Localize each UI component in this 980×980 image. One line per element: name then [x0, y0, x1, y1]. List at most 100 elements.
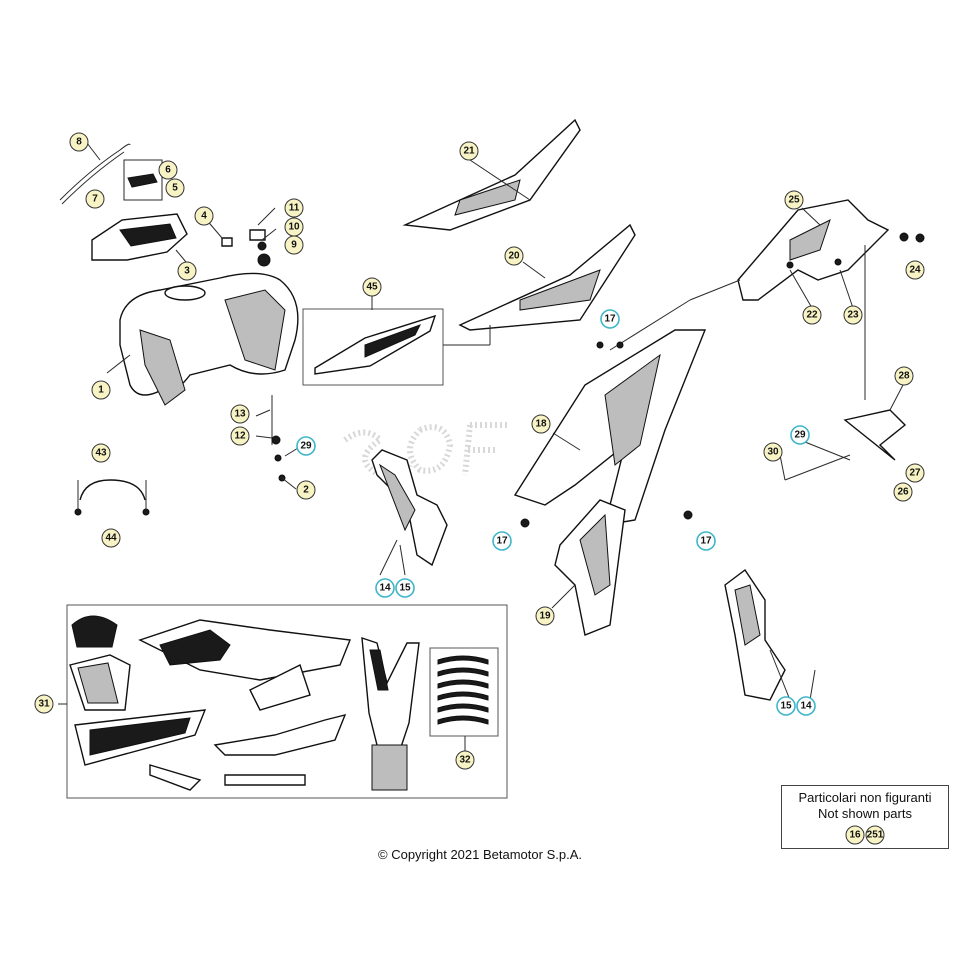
svg-text:24: 24	[909, 265, 921, 276]
callout-2: 2	[296, 480, 316, 500]
callout-31: 31	[34, 694, 54, 714]
copyright-text: © Copyright 2021 Betamotor S.p.A.	[378, 847, 582, 862]
callout-29-fender: 29	[790, 425, 810, 445]
callout-14-right: 14	[796, 696, 816, 716]
svg-text:16: 16	[849, 830, 861, 841]
callout-15-left: 15	[395, 578, 415, 598]
svg-text:32: 32	[459, 755, 471, 766]
svg-text:44: 44	[105, 533, 117, 544]
svg-text:18: 18	[535, 419, 547, 430]
fasteners	[520, 258, 842, 528]
svg-text:19: 19	[539, 611, 551, 622]
callout-10: 10	[284, 217, 304, 237]
svg-text:2: 2	[303, 485, 309, 496]
svg-text:17: 17	[496, 536, 508, 547]
hose-group	[74, 479, 150, 516]
callout-17-left: 17	[492, 531, 512, 551]
svg-text:15: 15	[399, 583, 411, 594]
svg-text:6: 6	[165, 165, 171, 176]
watermark	[343, 422, 510, 480]
svg-text:23: 23	[847, 310, 859, 321]
callout-8: 8	[69, 132, 89, 152]
callout-13: 13	[230, 404, 250, 424]
radiator-shroud-left	[371, 449, 448, 567]
svg-text:3: 3	[184, 266, 190, 277]
radiator-shroud-right	[724, 568, 786, 701]
callout-3: 3	[177, 261, 197, 281]
callout-21: 21	[459, 141, 479, 161]
callout-26: 26	[893, 482, 913, 502]
svg-text:28: 28	[898, 371, 910, 382]
svg-text:7: 7	[92, 194, 98, 205]
callout-23: 23	[843, 305, 863, 325]
callout-27: 27	[905, 463, 925, 483]
not-shown-callouts: 16 251	[845, 825, 885, 845]
svg-text:17: 17	[604, 314, 616, 325]
callout-30: 30	[763, 442, 783, 462]
rim-stripes	[437, 655, 489, 725]
svg-text:22: 22	[806, 310, 818, 321]
callout-6: 6	[158, 160, 178, 180]
svg-text:26: 26	[897, 487, 909, 498]
callout-12: 12	[230, 426, 250, 446]
svg-text:21: 21	[463, 146, 475, 157]
fuel-tank-group	[59, 143, 299, 482]
note-line-italian: Particolari non figuranti	[798, 790, 932, 805]
leader-lines	[58, 142, 905, 752]
callout-19: 19	[535, 606, 555, 626]
callout-14-left: 14	[375, 578, 395, 598]
side-panel-group	[513, 329, 707, 636]
svg-text:43: 43	[95, 448, 107, 459]
callout-251: 251	[865, 825, 885, 845]
svg-text:30: 30	[767, 447, 779, 458]
svg-text:29: 29	[300, 441, 312, 452]
svg-text:13: 13	[234, 409, 246, 420]
not-shown-parts-box: Particolari non figuranti Not shown part…	[781, 785, 949, 849]
svg-text:15: 15	[780, 701, 792, 712]
callout-17-right: 17	[696, 531, 716, 551]
note-line-english: Not shown parts	[818, 806, 912, 821]
svg-text:45: 45	[366, 282, 378, 293]
svg-text:5: 5	[172, 183, 178, 194]
svg-text:4: 4	[201, 211, 207, 222]
svg-text:27: 27	[909, 468, 921, 479]
callout-15-right: 15	[776, 696, 796, 716]
callout-11: 11	[284, 198, 304, 218]
callout-24: 24	[905, 260, 925, 280]
svg-text:29: 29	[794, 430, 806, 441]
svg-text:20: 20	[508, 251, 520, 262]
callout-4: 4	[194, 206, 214, 226]
svg-text:1: 1	[98, 385, 104, 396]
callout-9: 9	[284, 235, 304, 255]
callout-17-top: 17	[600, 309, 620, 329]
svg-text:8: 8	[76, 137, 82, 148]
callout-44: 44	[101, 528, 121, 548]
svg-text:9: 9	[291, 240, 297, 251]
callout-32: 32	[455, 750, 475, 770]
callout-43: 43	[91, 443, 111, 463]
seat-group	[302, 118, 636, 386]
callout-list: 1 2 3 4 5 6 7 8 9 10 11 12 13 29 43 44 4…	[34, 132, 925, 770]
rear-fender	[737, 199, 925, 481]
svg-text:14: 14	[379, 583, 391, 594]
svg-text:17: 17	[700, 536, 712, 547]
svg-text:11: 11	[289, 203, 300, 214]
svg-text:25: 25	[788, 195, 800, 206]
callout-29-tank: 29	[296, 436, 316, 456]
svg-text:10: 10	[288, 222, 300, 233]
svg-text:31: 31	[38, 699, 50, 710]
svg-text:14: 14	[800, 701, 812, 712]
callout-7: 7	[85, 189, 105, 209]
callout-45: 45	[362, 277, 382, 297]
callout-28: 28	[894, 366, 914, 386]
callout-5: 5	[165, 178, 185, 198]
svg-text:251: 251	[867, 830, 884, 841]
callout-18: 18	[531, 414, 551, 434]
callout-22: 22	[802, 305, 822, 325]
svg-text:12: 12	[234, 431, 246, 442]
callout-16: 16	[845, 825, 865, 845]
decal-kit-group	[66, 604, 508, 799]
callout-20: 20	[504, 246, 524, 266]
callout-25: 25	[784, 190, 804, 210]
